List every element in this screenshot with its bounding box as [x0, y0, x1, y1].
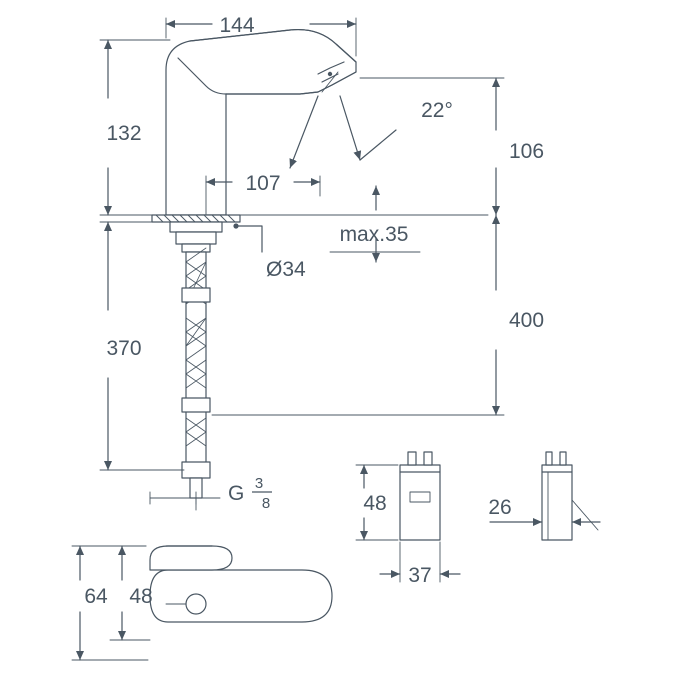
- label-37-box: 37: [408, 564, 431, 587]
- dimension-106: [359, 77, 505, 216]
- dimension-37-box: [379, 541, 461, 583]
- power-box-side-view: [541, 451, 573, 541]
- label-max-35: max.35: [340, 223, 409, 246]
- deck-mount-assembly: [151, 214, 241, 253]
- label-26-box: 26: [488, 496, 511, 519]
- label-thread-g: G: [228, 482, 244, 505]
- faucet-body-outline: [165, 28, 357, 216]
- label-22-degree: 22°: [421, 99, 453, 122]
- faucet-plan-view: [149, 545, 333, 623]
- label-144: 144: [219, 14, 254, 37]
- dimension-26-box: [489, 499, 601, 531]
- dimension-144: [165, 17, 357, 57]
- sensor-detail: [327, 71, 333, 77]
- label-diameter-34: Ø34: [266, 258, 306, 281]
- dimension-370: [99, 221, 185, 471]
- dimension-400: [211, 214, 505, 416]
- dimension-48-box: [355, 464, 399, 541]
- label-107: 107: [245, 172, 280, 195]
- supply-shank: [181, 247, 211, 499]
- label-48-box: 48: [363, 492, 386, 515]
- dimension-48-plan: [109, 545, 151, 641]
- label-106: 106: [509, 140, 544, 163]
- dimension-22-degree: [289, 71, 397, 169]
- label-thread-denominator: 8: [262, 495, 270, 512]
- dimension-thread-g38: [149, 491, 221, 511]
- power-box-front-view: [399, 451, 441, 541]
- dimension-diameter-34: [233, 223, 263, 253]
- label-48-plan: 48: [129, 585, 152, 608]
- label-370: 370: [106, 337, 141, 360]
- dimension-max-35: [329, 185, 421, 263]
- dimension-107: [205, 175, 321, 215]
- label-thread-numerator: 3: [255, 475, 263, 492]
- label-400: 400: [509, 309, 544, 332]
- label-64-plan: 64: [84, 585, 108, 608]
- label-132: 132: [106, 122, 141, 145]
